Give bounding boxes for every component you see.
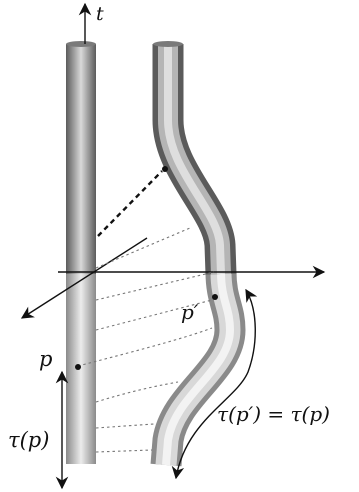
- t-axis-label: t: [96, 3, 104, 25]
- point-p-prime: [212, 294, 218, 300]
- straight-tube-lower: [66, 272, 96, 464]
- dotted-line-4: [77, 327, 213, 367]
- straight-tube-upper: [66, 44, 96, 274]
- curved-tube-top-cap: [153, 41, 183, 47]
- tau-equation-label: τ(p′) = τ(p): [217, 402, 330, 426]
- dotted-line-5: [95, 381, 179, 403]
- point-p: [75, 364, 81, 370]
- depth-axis: [20, 237, 148, 319]
- point-p-prime-label: p′: [181, 300, 199, 324]
- curved-tube-upper-point: [162, 166, 168, 172]
- tau-p-label: τ(p): [8, 428, 49, 452]
- dotted-line-6: [95, 423, 155, 429]
- tau-p-prime-arrow: [171, 288, 258, 480]
- dotted-line-7: [95, 449, 153, 453]
- straight-tube-top-cap: [66, 41, 96, 47]
- dotted-line-1: [95, 227, 191, 269]
- point-p-label: p: [39, 347, 52, 371]
- dotted-line-2: [95, 271, 215, 301]
- curved-tube-upper-highlight: [164, 44, 225, 275]
- connector-dashed-thick: [97, 170, 163, 237]
